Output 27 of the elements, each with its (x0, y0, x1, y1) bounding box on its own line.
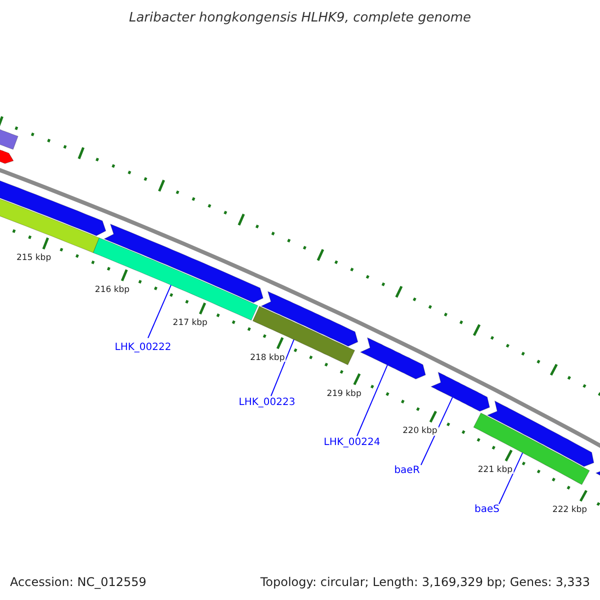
scale-label: 220 kbp (402, 426, 438, 436)
gene-label: LHK_00224 (324, 438, 380, 448)
leader-line (148, 284, 172, 338)
scale-label: 219 kbp (326, 389, 362, 398)
scale-label: 222 kbp (551, 506, 588, 514)
gene-label: baeR (394, 466, 420, 476)
gene-label: baeS (474, 505, 500, 515)
scale-label: 215 kbp (15, 254, 52, 263)
leader-line (498, 452, 524, 504)
leader-line (420, 396, 453, 466)
scale-label: 217 kbp (172, 318, 208, 328)
gene-label: LHK_00223 (238, 398, 296, 408)
gene-feature (486, 400, 594, 467)
scale-label: 218 kbp (249, 353, 286, 362)
gene-feature (360, 337, 426, 380)
footer-note: Accession: NC_012559 (10, 575, 146, 589)
gene-bar (473, 412, 590, 485)
footer-note: Topology: circular; Length: 3,169,329 bp; Genes: 3,333 (260, 575, 590, 589)
title: Laribacter hongkongensis HLHK9, complete genome (128, 12, 472, 24)
scale-label: 216 kbp (94, 286, 131, 294)
scale-label: 221 kbp (476, 465, 514, 474)
gene-label: LHK_00222 (114, 343, 172, 353)
leader-line (356, 364, 388, 436)
gene-feature (430, 372, 490, 412)
leader-line (270, 339, 294, 396)
gene-feature (260, 290, 358, 347)
gene-bar (252, 306, 356, 366)
